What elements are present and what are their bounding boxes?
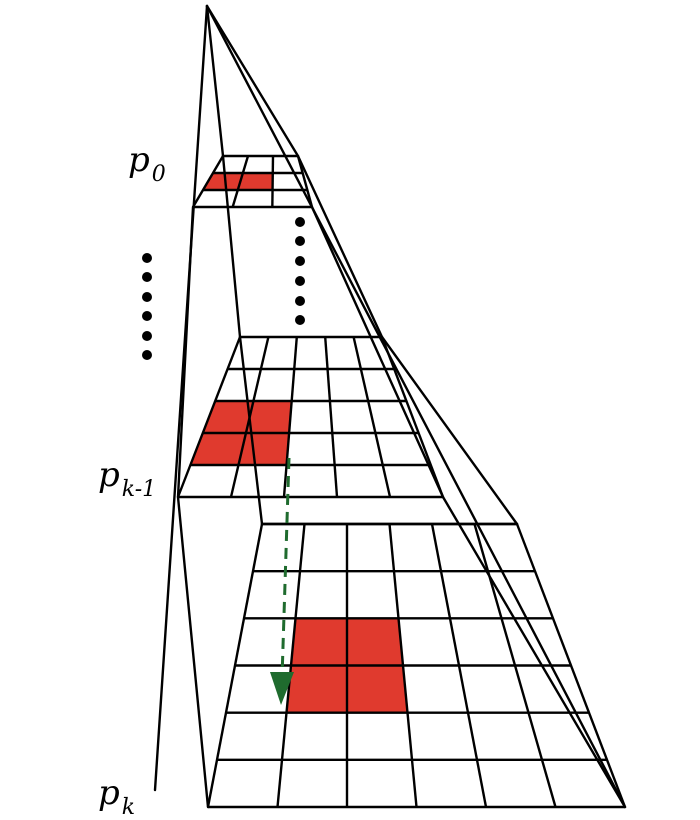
ellipsis-dot [142,253,152,263]
pyramid-edge [205,4,300,158]
ellipsis-dot [295,256,305,266]
ellipsis-dot [295,217,305,227]
layer-label-p0: p0 [128,140,166,187]
layer-p0 [191,154,314,209]
highlighted-cell [291,618,347,666]
propagation-arrow [270,457,294,705]
layer-label-pk: pk [98,773,136,820]
grid-col-line [380,336,445,498]
highlighted-cell [202,401,254,433]
grid-col-line [352,336,392,498]
grid-col-line [271,155,275,208]
grid-col-line [296,155,314,208]
pyramid-edge [205,4,225,158]
pyramid-layers [176,154,627,809]
ellipsis-dot [142,350,152,360]
pyramid-edge [176,495,210,809]
pyramid-outline [153,4,627,809]
ellipsis-dot [142,311,152,321]
layer-pk-1 [176,335,445,499]
pyramid-edge [205,4,627,809]
grid-col-line [282,336,298,498]
pyramid-edge [441,495,627,809]
highlighted-cell [347,665,408,713]
grid-col-line [324,336,339,498]
highlighted-cell [190,433,246,465]
ellipsis-dot [142,292,152,302]
pyramid-edge [296,154,384,339]
ellipsis-dot [295,296,305,306]
arrow-shaft [280,457,291,679]
highlighted-cell [347,618,403,666]
pyramid-edge [310,205,445,499]
ellipsis-dot [295,236,305,246]
layer-pk [206,522,627,809]
grid-col-line [231,155,250,208]
ellipsis-dots [142,217,305,360]
pyramid-edge [380,335,519,526]
highlighted-cell [238,433,290,465]
highlighted-cell [203,173,243,190]
layer-label-pk-1: pk-1 [98,455,157,502]
highlighted-cell [245,401,292,433]
highlighted-cell [237,173,273,190]
grid-col-line [176,336,242,498]
pyramid-edge [153,4,209,792]
grid-col-line [515,523,627,808]
ellipsis-dot [295,276,305,286]
pyramid-edge [221,154,242,339]
ellipsis-dot [142,272,152,282]
grid-col-line [473,523,557,808]
ellipsis-dot [142,331,152,341]
ellipsis-dot [295,315,305,325]
pyramid-edge [176,205,195,499]
arrow-head [270,672,294,705]
highlighted-cell [286,665,347,713]
pyramid-edge [238,335,264,526]
grid-col-line [191,155,225,208]
